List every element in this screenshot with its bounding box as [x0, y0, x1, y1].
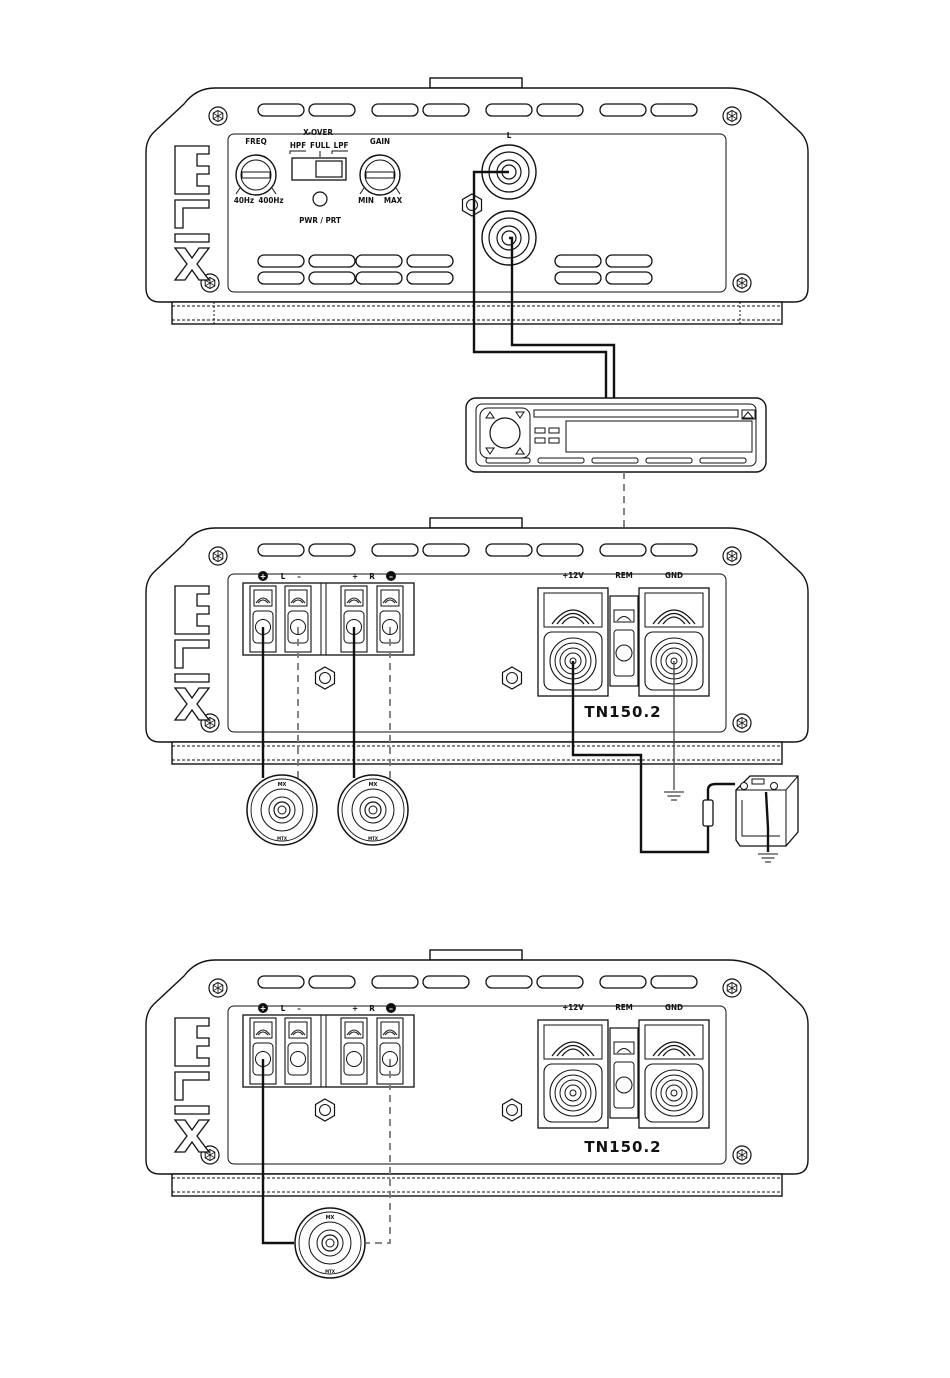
screw-icon: [723, 979, 741, 997]
amplifier-bridged-panel: + L – + R – +12V REM GND TN150.2: [146, 950, 808, 1196]
remote-label: REM: [615, 571, 633, 580]
screw-icon: [733, 1146, 751, 1164]
xover-switch[interactable]: [292, 158, 346, 180]
ground-terminal[interactable]: [639, 1020, 709, 1128]
battery-icon: [736, 776, 798, 852]
speaker-left: [247, 775, 317, 845]
negative-right-label: –: [389, 1004, 393, 1013]
remote-terminal[interactable]: [610, 1028, 638, 1118]
gain-min-label: MIN: [358, 196, 374, 205]
hex-bolt-icon: [463, 194, 482, 216]
head-unit: [466, 398, 766, 472]
remote-label: REM: [615, 1003, 633, 1012]
gain-label: GAIN: [370, 137, 390, 146]
power-label: +12V: [562, 1003, 584, 1012]
hex-bolt-icon: [316, 667, 335, 689]
positive-left-label: +: [260, 572, 267, 581]
channel-right-label: R: [369, 1004, 375, 1013]
speaker-terminal-left-negative[interactable]: [285, 1018, 311, 1084]
hex-bolt-icon: [503, 667, 522, 689]
xover-label: X-OVER: [303, 128, 333, 137]
positive-right-label: +: [352, 1004, 358, 1013]
rca-left-label: L: [507, 131, 512, 140]
ground-label: GND: [665, 571, 683, 580]
gain-max-label: MAX: [384, 196, 403, 205]
model-name: TN150.2: [584, 703, 661, 721]
screw-icon: [209, 547, 227, 565]
remote-terminal[interactable]: [610, 596, 638, 686]
screw-icon: [723, 547, 741, 565]
speaker-right: [338, 775, 408, 845]
channel-right-label: R: [369, 572, 375, 581]
power-terminal[interactable]: [538, 1020, 608, 1128]
channel-left-label: L: [281, 1004, 286, 1013]
model-name: TN150.2: [584, 1138, 661, 1156]
gain-knob[interactable]: [360, 155, 400, 195]
positive-right-label: +: [352, 572, 358, 581]
negative-right-label: –: [389, 572, 393, 581]
screw-icon: [209, 107, 227, 125]
screw-icon: [733, 714, 751, 732]
freq-max-label: 400Hz: [258, 196, 283, 205]
screw-icon: [723, 107, 741, 125]
fuse-holder: [703, 784, 735, 826]
amplifier-output-panel: + L – + R – +12V REM GND TN150.2: [146, 518, 808, 764]
negative-left-label: –: [297, 1004, 301, 1013]
xover-hpf-label: HPF: [290, 141, 306, 150]
screw-icon: [209, 979, 227, 997]
ground-icon: [758, 854, 778, 862]
xover-lpf-label: LPF: [334, 141, 349, 150]
screw-icon: [733, 274, 751, 292]
speaker-terminal-right-positive[interactable]: [341, 1018, 367, 1084]
power-label: +12V: [562, 571, 584, 580]
ground-icon: [664, 792, 684, 800]
speaker-bridged: [295, 1208, 365, 1278]
xover-full-label: FULL: [310, 141, 330, 150]
pwr-prt-label: PWR / PRT: [299, 216, 341, 225]
hex-bolt-icon: [316, 1099, 335, 1121]
pwr-prt-led: [313, 192, 327, 206]
freq-label: FREQ: [245, 137, 267, 146]
negative-left-label: –: [297, 572, 301, 581]
freq-knob[interactable]: [236, 155, 276, 195]
ground-label: GND: [665, 1003, 683, 1012]
amplifier-input-panel: FREQ 40Hz 400Hz X-OVER HPF FULL LPF PWR …: [146, 78, 808, 324]
channel-left-label: L: [281, 572, 286, 581]
positive-left-label: +: [260, 1004, 267, 1013]
hex-bolt-icon: [503, 1099, 522, 1121]
freq-min-label: 40Hz: [234, 196, 254, 205]
